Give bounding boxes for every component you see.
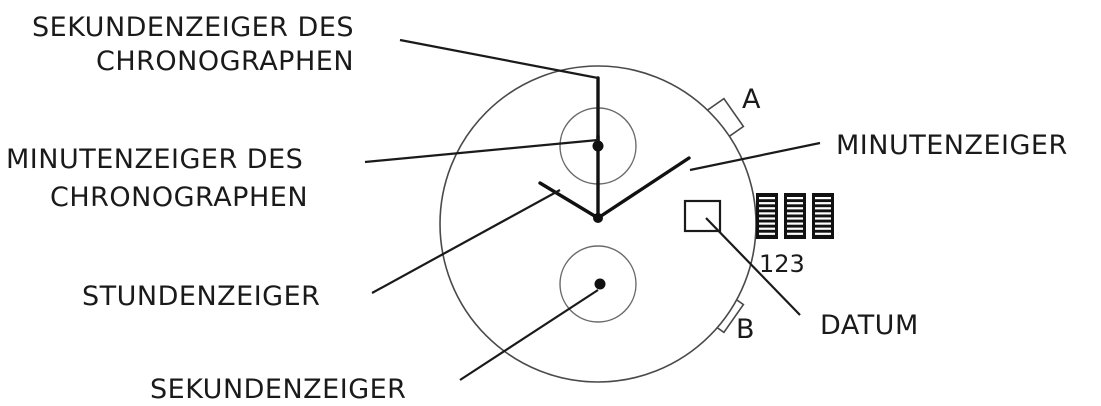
crown-position-3-icon xyxy=(812,193,834,239)
crown-position-1-icon xyxy=(756,193,778,239)
label-minute-hand: MINUTENZEIGER xyxy=(836,130,1068,161)
minute-hand xyxy=(596,156,691,220)
date-window xyxy=(683,199,722,233)
label-hour-hand: STUNDENZEIGER xyxy=(82,281,320,312)
small-seconds-pivot xyxy=(594,278,606,290)
hour-hand xyxy=(538,181,600,220)
center-pivot xyxy=(593,213,603,223)
chronograph-minutes-pivot xyxy=(592,140,604,152)
label-button-a: A xyxy=(742,84,761,115)
leader-hour-hand xyxy=(371,189,561,294)
leader-seconds-hand xyxy=(459,289,599,381)
crown-position-2-icon xyxy=(784,193,806,239)
label-chrono-minutes-line2: CHRONOGRAPHEN xyxy=(50,182,308,213)
leader-chrono-minutes xyxy=(364,138,599,164)
label-chrono-seconds-line2: CHRONOGRAPHEN xyxy=(96,46,354,77)
leader-chrono-seconds xyxy=(399,38,599,80)
label-chrono-minutes-line1: MINUTENZEIGER DES xyxy=(6,144,303,175)
leader-minute-hand xyxy=(689,141,821,172)
label-crown-positions: 123 xyxy=(759,250,805,278)
small-seconds-subdial xyxy=(559,245,637,323)
crown-position-marker xyxy=(756,193,834,239)
label-button-b: B xyxy=(736,314,755,345)
label-chrono-seconds-line1: SEKUNDENZEIGER DES xyxy=(32,12,354,43)
label-seconds-hand: SEKUNDENZEIGER xyxy=(150,374,406,405)
leader-date xyxy=(705,217,801,316)
label-date: DATUM xyxy=(820,310,919,341)
